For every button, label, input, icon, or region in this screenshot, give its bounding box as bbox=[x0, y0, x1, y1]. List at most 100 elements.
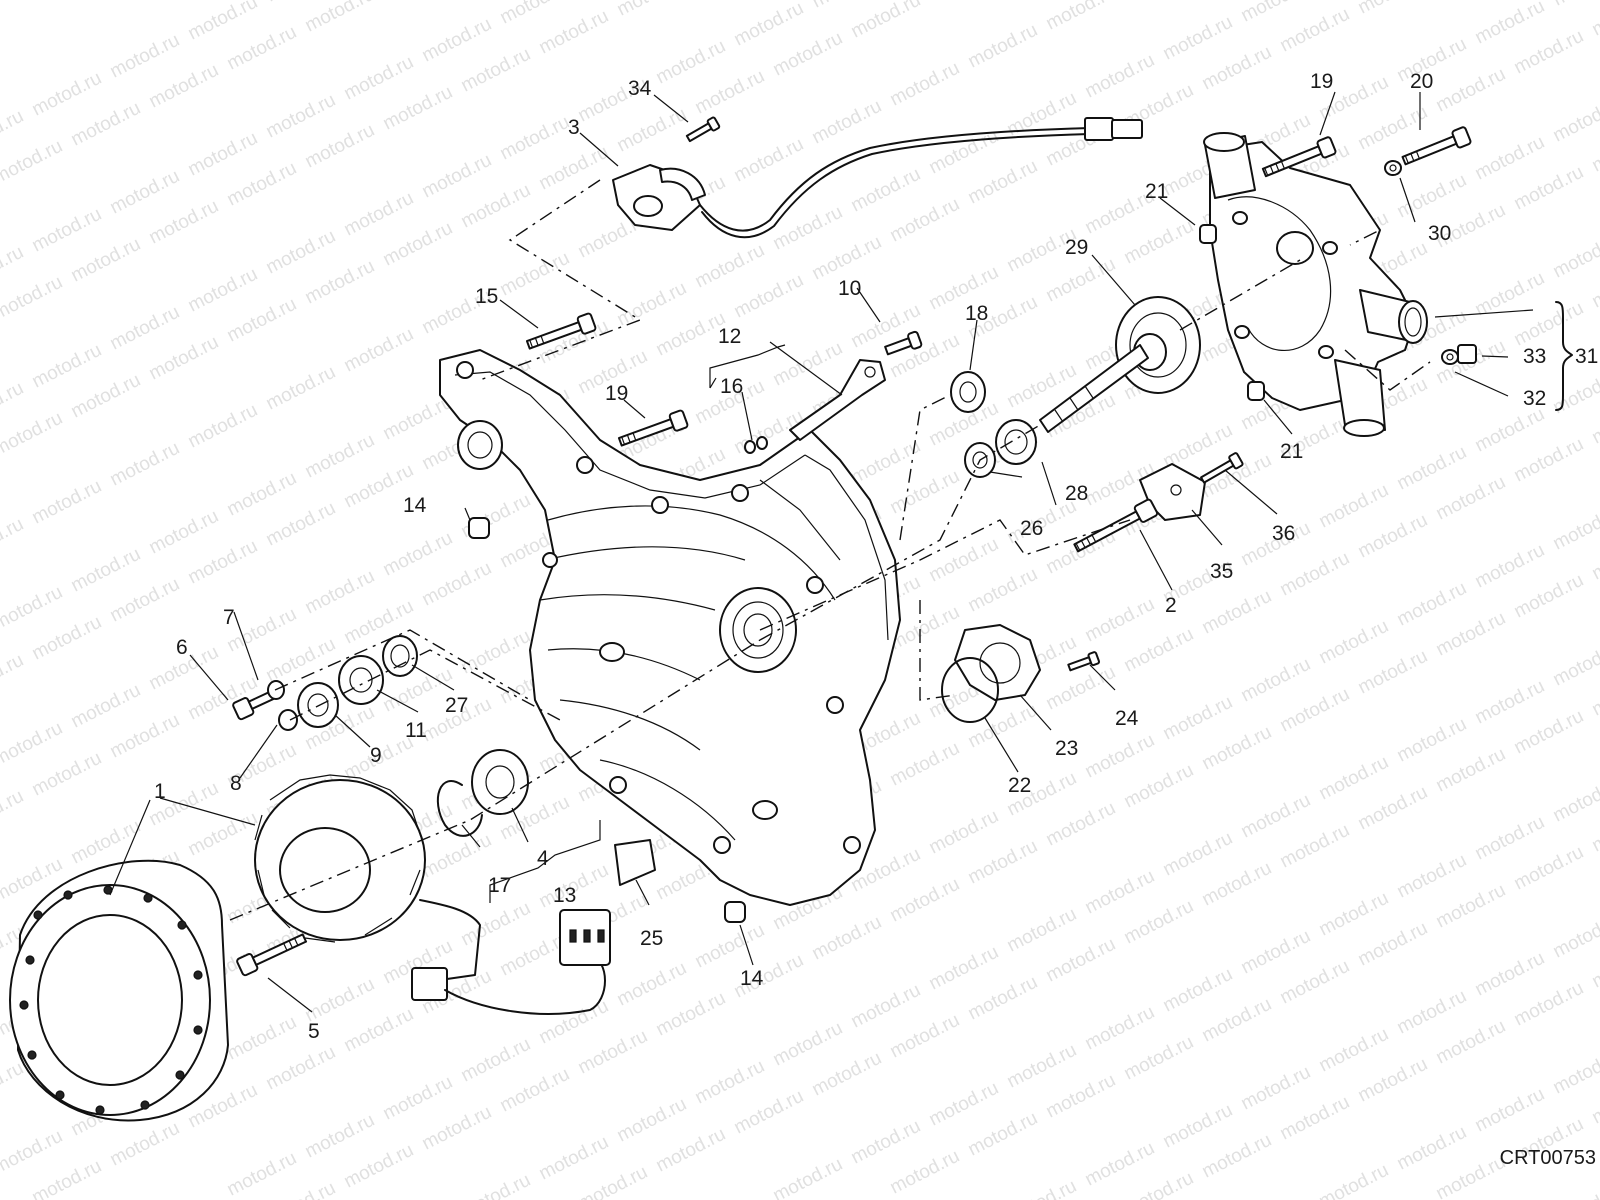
watermark-text: motod.ru bbox=[692, 1056, 768, 1109]
watermark-text: motod.ru bbox=[1004, 1040, 1080, 1093]
watermark-text: motod.ru bbox=[1238, 926, 1314, 979]
watermark-text: motod.ru bbox=[341, 1004, 417, 1057]
watermark-text: motod.ru bbox=[887, 466, 963, 519]
watermark-text: motod.ru bbox=[1511, 978, 1587, 1031]
watermark-text: motod.ru bbox=[458, 1034, 534, 1087]
watermark-text: motod.ru bbox=[185, 264, 261, 317]
watermark-text: motod.ru bbox=[146, 506, 222, 559]
watermark-text: motod.ru bbox=[575, 1162, 651, 1200]
watermark-text: motod.ru bbox=[965, 564, 1041, 617]
watermark-text: motod.ru bbox=[224, 158, 300, 211]
label-part-26: 26 bbox=[1020, 517, 1043, 540]
watermark-text: motod.ru bbox=[614, 278, 690, 331]
watermark-text: motod.ru bbox=[1550, 0, 1600, 10]
watermark-text: motod.ru bbox=[0, 786, 27, 839]
label-part-6: 6 bbox=[176, 636, 188, 659]
watermark-text: motod.ru bbox=[0, 514, 27, 567]
watermark-text: motod.ru bbox=[419, 558, 495, 611]
watermark-text: motod.ru bbox=[1589, 1076, 1600, 1129]
watermark-text: motod.ru bbox=[458, 626, 534, 679]
label-part-19-centre: 19 bbox=[605, 382, 628, 405]
watermark-text: motod.ru bbox=[1316, 480, 1392, 533]
watermark-text: motod.ru bbox=[1277, 820, 1353, 873]
watermark-text: motod.ru bbox=[302, 1110, 378, 1163]
watermark-text: motod.ru bbox=[1472, 0, 1548, 48]
watermark-text: motod.ru bbox=[1511, 434, 1587, 487]
watermark-text: motod.ru bbox=[1043, 934, 1119, 987]
watermark-text: motod.ru bbox=[1082, 1002, 1158, 1055]
label-part-22: 22 bbox=[1008, 774, 1031, 797]
watermark-text: motod.ru bbox=[458, 44, 534, 97]
watermark-text: motod.ru bbox=[29, 68, 105, 121]
watermark-text: motod.ru bbox=[1238, 790, 1314, 843]
watermark-text: motod.ru bbox=[1043, 1070, 1119, 1123]
watermark-text: motod.ru bbox=[263, 226, 339, 279]
watermark-text: motod.ru bbox=[614, 104, 690, 157]
watermark-text: motod.ru bbox=[926, 806, 1002, 859]
flywheel-rotor bbox=[9, 859, 229, 1122]
watermark-text: motod.ru bbox=[1121, 896, 1197, 949]
watermark-text: motod.ru bbox=[107, 438, 183, 491]
watermark-text: motod.ru bbox=[809, 96, 885, 149]
watermark-text: motod.ru bbox=[536, 996, 612, 1049]
label-part-7: 7 bbox=[223, 606, 235, 629]
watermark-text: motod.ru bbox=[1121, 624, 1197, 677]
watermark-text: motod.ru bbox=[887, 1010, 963, 1063]
watermark-text: motod.ru bbox=[185, 128, 261, 181]
watermark-text: motod.ru bbox=[1277, 956, 1353, 1009]
watermark-text: motod.ru bbox=[1589, 804, 1600, 857]
watermark-text: motod.ru bbox=[302, 120, 378, 173]
watermark-text: motod.ru bbox=[419, 150, 495, 203]
watermark-text: motod.ru bbox=[224, 1148, 300, 1200]
watermark-text: motod.ru bbox=[770, 28, 846, 81]
watermark-text: motod.ru bbox=[965, 836, 1041, 889]
watermark-text: motod.ru bbox=[68, 370, 144, 423]
watermark-text: motod.ru bbox=[1394, 714, 1470, 767]
watermark-text: motod.ru bbox=[1433, 880, 1509, 933]
watermark-text: motod.ru bbox=[731, 0, 807, 50]
label-part-11: 11 bbox=[405, 719, 427, 742]
watermark-text: motod.ru bbox=[1433, 64, 1509, 117]
watermark-text: motod.ru bbox=[926, 942, 1002, 995]
watermark-text: motod.ru bbox=[29, 612, 105, 665]
watermark-text: motod.ru bbox=[887, 874, 963, 927]
watermark-text: motod.ru bbox=[1550, 94, 1600, 147]
watermark-text: motod.ru bbox=[0, 582, 66, 635]
watermark-text: motod.ru bbox=[0, 718, 66, 771]
watermark-text: motod.ru bbox=[1043, 0, 1119, 34]
label-part-30: 30 bbox=[1428, 222, 1451, 245]
watermark-text: motod.ru bbox=[29, 476, 105, 529]
watermark-text: motod.ru bbox=[1277, 684, 1353, 737]
watermark-text: motod.ru bbox=[107, 574, 183, 627]
watermark-text: motod.ru bbox=[458, 1170, 534, 1200]
watermark-text: motod.ru bbox=[887, 1146, 963, 1199]
watermark-text: motod.ru bbox=[146, 60, 222, 113]
watermark-text: motod.ru bbox=[107, 710, 183, 763]
stator bbox=[236, 774, 611, 1015]
watermark-text: motod.ru bbox=[1394, 442, 1470, 495]
watermark-text: motod.ru bbox=[692, 920, 768, 973]
watermark-text: motod.ru bbox=[0, 1058, 27, 1111]
watermark-text: motod.ru bbox=[848, 164, 924, 217]
watermark-text: motod.ru bbox=[1472, 1084, 1548, 1137]
watermark-text: motod.ru bbox=[1160, 964, 1236, 1017]
watermark-text: motod.ru bbox=[536, 6, 612, 59]
label-part-20: 20 bbox=[1410, 70, 1433, 93]
watermark-text: motod.ru bbox=[1121, 1168, 1197, 1200]
label-part-17: 17 bbox=[488, 874, 511, 897]
watermark-text: motod.ru bbox=[380, 1072, 456, 1125]
watermark-text: motod.ru bbox=[1160, 692, 1236, 745]
label-part-10: 10 bbox=[838, 277, 861, 300]
watermark-text: motod.ru bbox=[1043, 254, 1119, 307]
watermark-text: motod.ru bbox=[1004, 88, 1080, 141]
watermark-text: motod.ru bbox=[1355, 0, 1431, 18]
watermark-text: motod.ru bbox=[614, 958, 690, 1011]
watermark-text: motod.ru bbox=[1355, 1054, 1431, 1107]
watermark-text: motod.ru bbox=[1394, 1122, 1470, 1175]
watermark-text: motod.ru bbox=[224, 294, 300, 347]
watermark-text: motod.ru bbox=[497, 0, 573, 28]
watermark-text: motod.ru bbox=[1472, 268, 1548, 321]
watermark-text: motod.ru bbox=[1160, 12, 1236, 65]
watermark-text: motod.ru bbox=[1550, 1046, 1600, 1099]
watermark-text: motod.ru bbox=[1316, 752, 1392, 805]
